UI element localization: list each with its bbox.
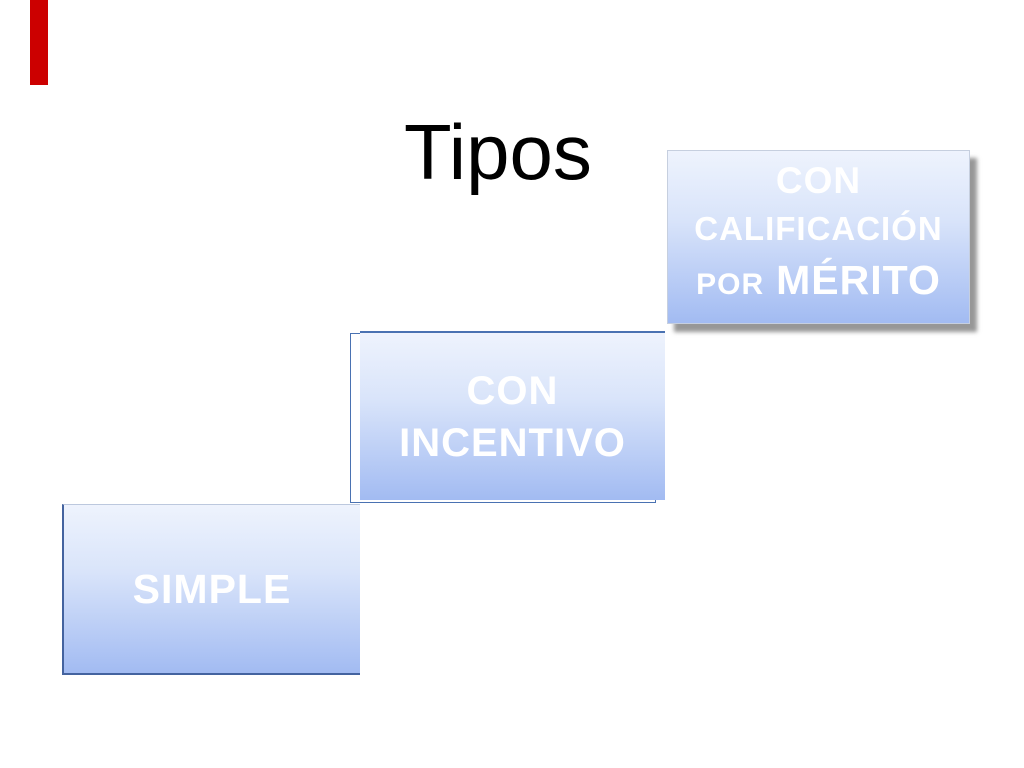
box-calificacion-line-3: POR MÉRITO: [696, 252, 941, 318]
red-accent-bar: [30, 0, 48, 85]
box-incentivo-line-1: CON: [466, 368, 559, 413]
step-box-simple: SIMPLE: [62, 504, 360, 675]
box-calificacion-line-1: CON: [775, 159, 862, 201]
box-calificacion-line-3-emphasis: MÉRITO: [776, 256, 941, 303]
slide-title: Tipos: [404, 108, 592, 196]
box-calificacion-line-2: CALIFICACIÓN: [694, 209, 943, 247]
box-incentivo-line-2: INCENTIVO: [399, 420, 626, 465]
box-simple-label: SIMPLE: [132, 566, 292, 612]
box-calificacion-line-3-prefix: POR: [696, 267, 765, 301]
step-box-calificacion: CON CALIFICACIÓN POR MÉRITO: [667, 150, 970, 324]
step-box-incentivo: CON INCENTIVO: [360, 331, 665, 500]
